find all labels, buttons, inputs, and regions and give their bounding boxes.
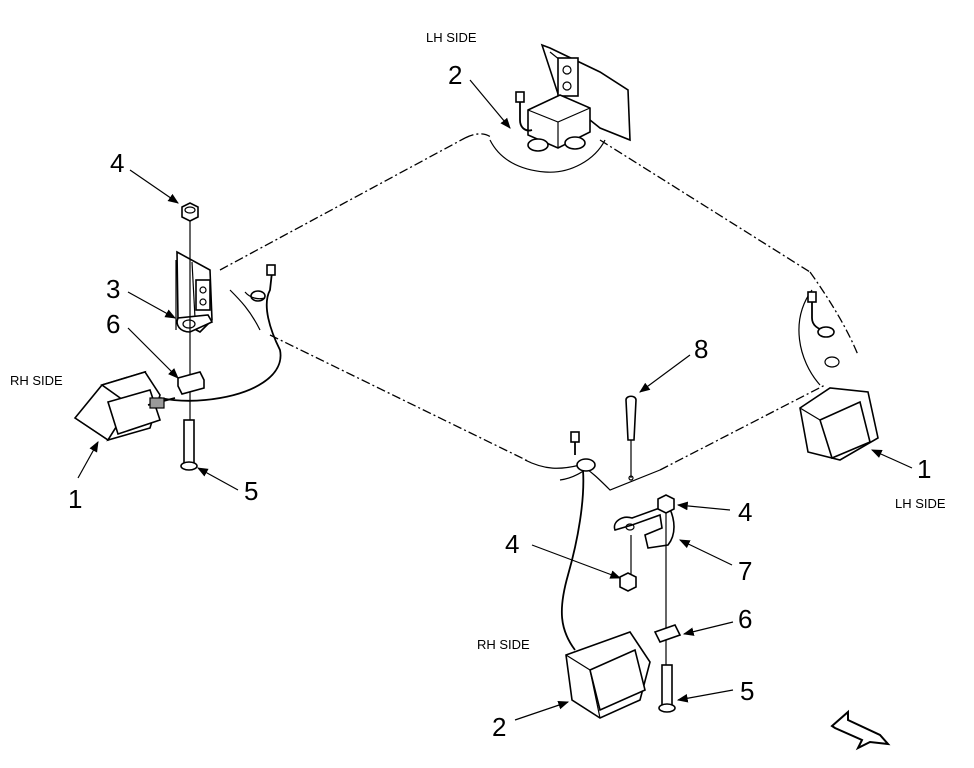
callout-5-right: 5 [740,676,754,706]
label-lh-side-top: LH SIDE [426,30,477,45]
left-wire-harness [159,264,282,402]
label-lh-side-right: LH SIDE [895,496,946,511]
callout-2-top: 2 [448,60,462,90]
right-lh-work-light [798,289,879,461]
left-bolt-stack [177,202,205,471]
bottom-rh-work-light [560,469,651,719]
callout-2-bottom: 2 [492,712,506,742]
top-lh-light-assembly [489,43,631,173]
center-rear-mount [524,395,682,713]
leader-arrows [77,79,913,721]
callout-6-right: 6 [738,604,752,634]
callout-4-right: 4 [738,497,752,527]
callout-8: 8 [694,334,708,364]
callout-4-mid: 4 [505,529,519,559]
callout-1-left: 1 [68,484,82,514]
label-rh-side-left: RH SIDE [10,373,63,388]
callout-4-left: 4 [110,148,124,178]
callout-7: 7 [738,556,752,586]
left-rh-work-light [73,370,176,442]
label-rh-side-bottom: RH SIDE [477,637,530,652]
direction-arrow-icon [830,709,891,751]
callout-5-left: 5 [244,476,258,506]
callout-3: 3 [106,274,120,304]
callout-6-left: 6 [106,309,120,339]
cab-roof-outline [219,133,859,471]
callout-1-right: 1 [917,454,931,484]
left-bracket-assembly [175,250,261,333]
